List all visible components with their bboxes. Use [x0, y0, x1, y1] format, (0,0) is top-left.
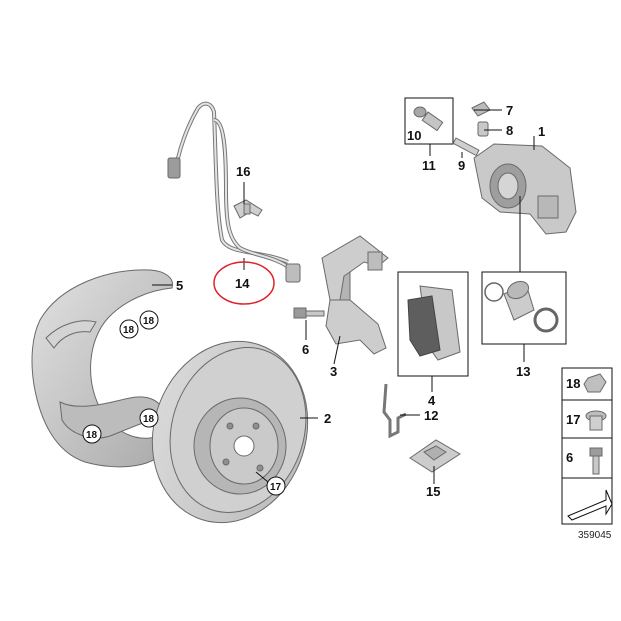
callout-8: 8: [506, 123, 513, 138]
anti-rattle-spring-part: [382, 383, 407, 439]
callouts: 1 2 3 4 5 6 7 8 9 10 11 12 13 14 15 16: [176, 103, 545, 499]
callout-9: 9: [458, 158, 465, 173]
hex-nut-icon: [583, 373, 607, 393]
callout-11: 11: [422, 158, 436, 173]
arrow-icon: [567, 489, 613, 521]
hex-bolt-icon: [589, 447, 603, 475]
guide-pin-part: [452, 137, 480, 157]
highlight-ring: [213, 261, 275, 305]
leader-lines: [152, 109, 535, 484]
callout-12: 12: [424, 408, 438, 423]
caliper-housing-part: [473, 143, 577, 235]
legend-6-label: 6: [566, 450, 573, 465]
callout-18-a: 18: [123, 325, 135, 336]
callout-5: 5: [176, 278, 183, 293]
brake-pads-group: [397, 271, 469, 377]
reference-number: 359045: [578, 530, 612, 541]
callout-7: 7: [506, 103, 513, 118]
bolt-part: [293, 307, 325, 319]
callout-1: 1: [538, 124, 545, 139]
circled-callouts: 18 18 18 18 17: [82, 310, 286, 496]
bolt-cap-kit-group: [404, 97, 454, 145]
brake-hose-part: [167, 101, 301, 283]
hardware-legend: 18 17 6: [561, 367, 613, 525]
callout-18-d: 18: [143, 414, 155, 425]
piston-seal-kit-group: [481, 271, 567, 345]
callout-18-b: 18: [143, 316, 155, 327]
wheel-bolt-icon: [585, 410, 607, 431]
dust-shield-part: [31, 269, 174, 468]
callout-16: 16: [236, 164, 250, 179]
legend-17-label: 17: [566, 412, 580, 427]
callout-18-c: 18: [86, 430, 98, 441]
callout-14: 14: [235, 276, 250, 291]
callout-15: 15: [426, 484, 440, 499]
bracket-clip-part: [233, 199, 263, 219]
callout-10: 10: [407, 128, 421, 143]
callout-3: 3: [330, 364, 337, 379]
callout-2: 2: [324, 411, 331, 426]
legend-18-label: 18: [566, 376, 580, 391]
caliper-carrier-part: [321, 235, 389, 355]
callout-6: 6: [302, 342, 309, 357]
bleeder-screw-part: [471, 101, 491, 137]
callout-4: 4: [428, 393, 436, 408]
grease-packet-part: [409, 439, 461, 473]
callout-17: 17: [270, 482, 282, 493]
brake-disc-part: [151, 340, 309, 524]
callout-13: 13: [516, 364, 530, 379]
